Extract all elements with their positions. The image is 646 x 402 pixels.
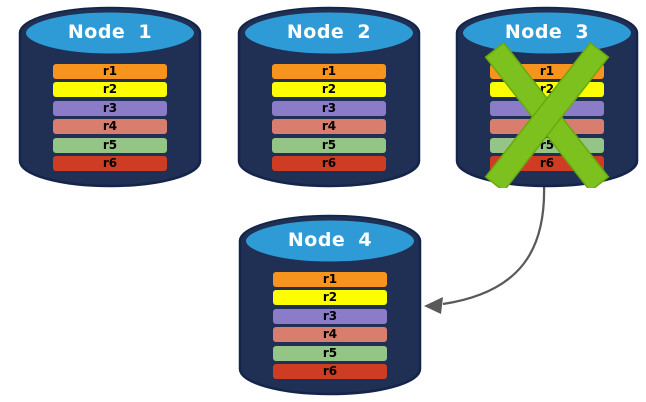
arrow-curve — [442, 183, 546, 306]
row-r4: r4 — [273, 327, 387, 343]
row-list: r1 r2 r3 r4 r5 r6 — [272, 64, 386, 174]
row-r4: r4 — [272, 119, 386, 135]
cylinder-top — [241, 8, 417, 58]
arrowhead-icon — [424, 297, 443, 314]
row-r6: r6 — [53, 155, 167, 171]
row-r3: r3 — [53, 100, 167, 116]
row-r6: r6 — [272, 155, 386, 171]
row-r5: r5 — [273, 345, 387, 361]
node-title: Node 3 — [504, 21, 590, 43]
row-r3: r3 — [272, 100, 386, 116]
node-3: Node 3 r1 r2 r3 r4 r5 r6 — [455, 6, 639, 188]
cylinder-top — [22, 8, 198, 58]
node-title: Node 1 — [67, 21, 153, 43]
row-r1: r1 — [273, 272, 387, 287]
row-r1: r1 — [272, 64, 386, 79]
row-r2: r2 — [272, 82, 386, 98]
row-r4: r4 — [53, 119, 167, 135]
row-list: r1 r2 r3 r4 r5 r6 — [53, 64, 167, 174]
x-mark-icon — [484, 41, 610, 188]
node-2: Node 2 r1 r2 r3 r4 r5 r6 — [237, 6, 421, 188]
row-r2: r2 — [53, 82, 167, 98]
node-4: Node 4 r1 r2 r3 r4 r5 r6 — [238, 214, 422, 396]
row-r1: r1 — [53, 64, 167, 79]
row-r5: r5 — [53, 137, 167, 153]
row-r6: r6 — [273, 363, 387, 379]
node-title: Node 2 — [286, 21, 372, 43]
row-r2: r2 — [273, 290, 387, 306]
cylinder-top — [242, 216, 418, 266]
row-list: r1 r2 r3 r4 r5 r6 — [273, 272, 387, 382]
row-r3: r3 — [273, 308, 387, 324]
node-1: Node 1 r1 r2 r3 r4 r5 r6 — [18, 6, 202, 188]
row-r5: r5 — [272, 137, 386, 153]
node-title: Node 4 — [287, 229, 373, 251]
